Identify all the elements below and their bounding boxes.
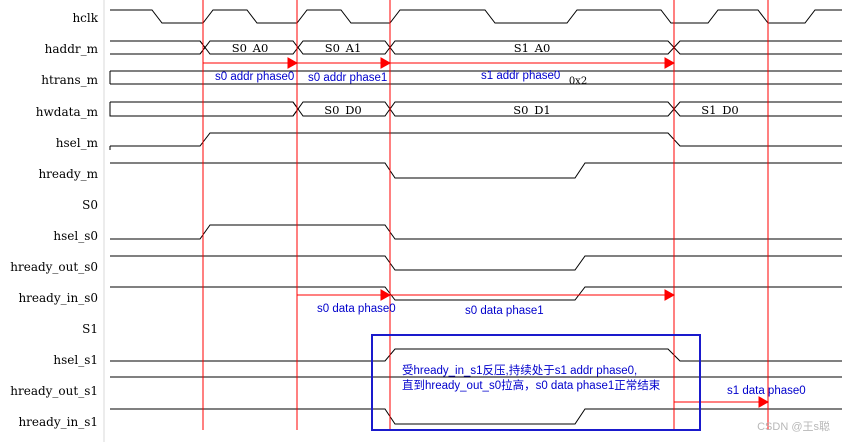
waveform-htrans-m: 0x2 (109, 70, 842, 87)
waveform-hready-in-s0 (110, 286, 842, 301)
signal-label-hready-out-s1: hready_out_s1 (10, 384, 98, 398)
cycle-markers (202, 0, 769, 430)
label-s0-data-phase0: s0 data phase0 (317, 303, 396, 315)
arrow-s0-data-phase1 (390, 289, 676, 301)
arrow-s1-data-phase0 (674, 396, 770, 408)
section-label-s1: S1 (82, 322, 98, 336)
annotation-box: 受hready_in_s1反压,持续处于s1 addr phase0, 直到hr… (371, 334, 701, 431)
signal-label-haddr-m: haddr_m (44, 42, 98, 56)
arrow-s0-addr-phase1 (297, 57, 392, 69)
hwdata-label-s0-d0: S0_D0 (324, 103, 361, 117)
waveform-hready-m (110, 162, 842, 179)
waveform-hsel-s0 (110, 224, 842, 240)
signal-label-hready-m: hready_m (38, 167, 98, 181)
hwdata-label-s0-d1: S0_D1 (513, 103, 550, 117)
signal-label-hsel-s1: hsel_s1 (53, 353, 98, 367)
waveform-hsel-s1 (110, 348, 842, 362)
arrow-s0-addr-phase0 (203, 57, 299, 69)
signal-label-hready-out-s0: hready_out_s0 (10, 260, 98, 274)
signal-label-hsel-s0: hsel_s0 (53, 229, 98, 243)
waveform-haddr-m: S0_A0 S0_A1 S1_A0 (110, 40, 842, 55)
label-s0-data-phase1: s0 data phase1 (465, 305, 544, 317)
section-label-s0: S0 (82, 198, 98, 212)
arrow-s0-data-phase0 (297, 289, 392, 301)
htrans-value: 0x2 (569, 76, 587, 87)
label-s1-addr-phase0: s1 addr phase0 (481, 70, 560, 82)
label-s1-data-phase0: s1 data phase0 (727, 385, 806, 397)
signal-label-htrans-m: htrans_m (41, 73, 98, 87)
waveform-hready-in-s1 (110, 408, 842, 425)
haddr-label-s0-a1: S0_A1 (325, 41, 362, 55)
signal-label-hwdata-m: hwdata_m (35, 105, 98, 119)
waveform-hwdata-m: S0_D0 S0_D1 S1_D0 (109, 101, 842, 117)
annotation-line-2: 直到hready_out_s0拉高，s0 data phase1正常结束 (402, 380, 661, 392)
waveform-hclk (110, 9, 842, 24)
signal-label-hready-in-s0: hready_in_s0 (18, 291, 98, 305)
phase-arrows (203, 57, 770, 408)
label-s0-addr-phase0: s0 addr phase0 (215, 71, 294, 83)
haddr-label-s1-a0: S1_A0 (514, 41, 551, 55)
haddr-label-s0-a0: S0_A0 (232, 41, 269, 55)
waveform-hsel-m (109, 132, 842, 150)
arrow-s1-addr-phase0 (390, 57, 676, 69)
signal-label-hclk: hclk (72, 11, 98, 25)
signal-label-hsel-m: hsel_m (55, 136, 98, 150)
waveform-hready-out-s0 (110, 255, 842, 271)
signal-label-hready-in-s1: hready_in_s1 (18, 415, 98, 429)
watermark: CSDN @王s聪 (757, 421, 830, 433)
label-s0-addr-phase1: s0 addr phase1 (308, 72, 387, 84)
annotation-line-1: 受hready_in_s1反压,持续处于s1 addr phase0, (402, 365, 638, 377)
hwdata-label-s1-d0: S1_D0 (701, 103, 738, 117)
